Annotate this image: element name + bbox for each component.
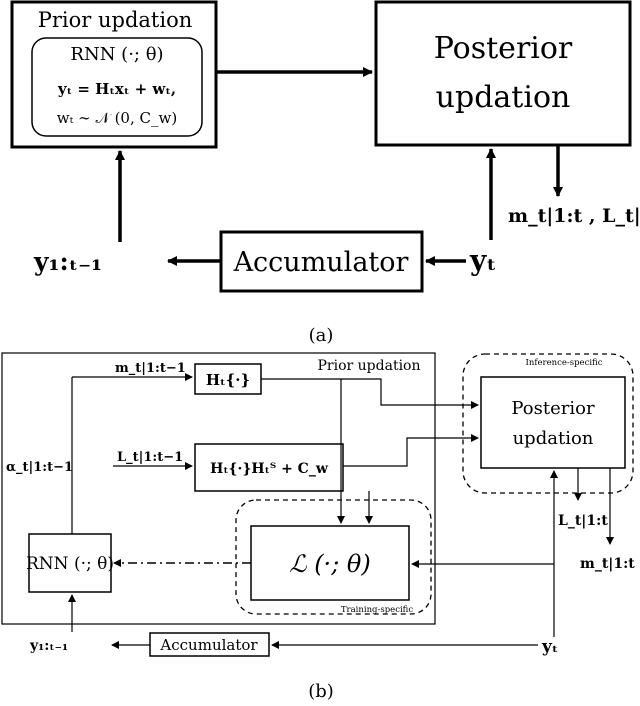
rnn-inner-title: RNN (·; θ) [70, 44, 163, 65]
measurement-equation: yₜ = Hₜxₜ + wₜ, [57, 80, 176, 98]
m-prior-label: m_t|1:t−1 [115, 361, 186, 376]
h-mean-block-label: Hₜ{·} [206, 371, 250, 389]
training-specific-label: Training-specific [341, 605, 413, 615]
l-post-label: L_t|1:t [558, 513, 608, 529]
posterior-updation-box-b [480, 376, 626, 469]
prior-updation-region-label: Prior updation [318, 358, 421, 374]
posterior-output-label: m_t|1:t , L_t|1:t [508, 205, 640, 227]
posterior-updation-box-a [374, 0, 632, 147]
arrow-h-mean-to-posterior [261, 378, 479, 409]
rnn-inner-box [31, 37, 203, 137]
posterior-label-line1: Posterior [434, 31, 573, 66]
y-t-label-b: yₜ [541, 637, 558, 657]
inference-specific-label: Inference-specific [526, 358, 603, 368]
h-cov-block [194, 443, 344, 492]
loss-block [250, 525, 410, 601]
accumulator-label-a: Accumulator [233, 247, 409, 278]
posterior-b-line1: Posterior [511, 398, 595, 419]
rnn-block-label: RNN (·; θ) [26, 554, 114, 574]
y-t-label-a: yₜ [469, 244, 497, 277]
posterior-b-line2: updation [513, 428, 594, 449]
diagram-a: Prior updation RNN (·; θ) yₜ = Hₜxₜ + wₜ… [10, 0, 640, 346]
h-mean-block [194, 363, 262, 395]
accumulator-label-b: Accumulator [159, 636, 258, 654]
noise-distribution-equation: wₜ ∼ 𝒩 (0, C_w) [57, 109, 177, 127]
y-past-label-b: y₁:ₜ₋₁ [29, 638, 68, 654]
posterior-label-line2: updation [436, 80, 571, 115]
training-specific-region [235, 499, 432, 615]
diagram-b: Prior updation Inference-specific Traini… [1, 352, 635, 702]
arrow-h-cov-to-posterior [343, 434, 479, 467]
prior-updation-title: Prior updation [38, 8, 193, 32]
rnn-block [28, 533, 112, 593]
loss-block-label: ℒ (·; θ) [289, 550, 370, 578]
y-past-label-a: y₁:ₜ₋₁ [33, 247, 102, 276]
prior-updation-region [1, 352, 436, 625]
h-cov-block-label: Hₜ{·}Hₜᵀ + C_w [210, 461, 329, 477]
inference-specific-region [462, 353, 634, 494]
m-post-label: m_t|1:t [580, 556, 635, 572]
caption-a: (a) [309, 325, 334, 346]
alpha-label: α_t|1:t−1 [6, 460, 73, 475]
l-prior-label: L_t|1:t−1 [117, 450, 183, 465]
caption-b: (b) [308, 681, 334, 702]
